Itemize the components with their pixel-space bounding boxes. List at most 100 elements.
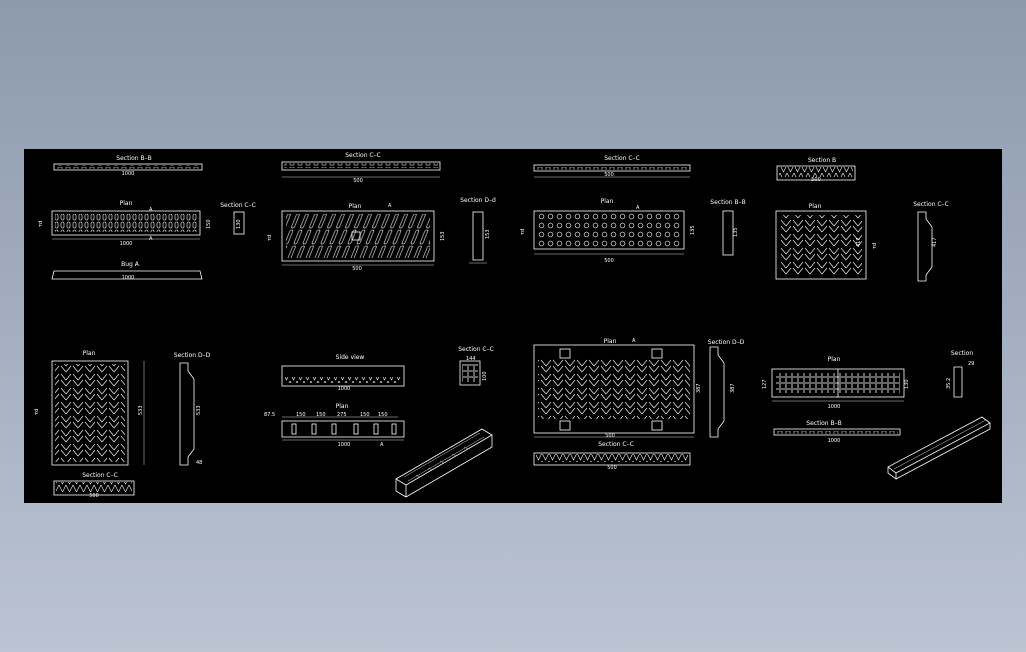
d3-plan-outline: [533, 210, 685, 250]
d6-a: A: [380, 442, 384, 448]
d4-section-right-shape: [917, 211, 933, 282]
d7-plan-pattern: [538, 359, 690, 419]
d1-section-right-shape: [233, 211, 245, 235]
d2-section-strip: [281, 161, 441, 171]
d2-section-title: Section C–C: [345, 152, 381, 159]
d2-left-label: τd: [267, 235, 273, 241]
d1-dim-section-right: 130: [236, 219, 242, 229]
d3-section-right-title: Section B–B: [710, 199, 745, 206]
d5-section-bottom-shape: [53, 480, 135, 496]
d1-left-label: τd: [38, 221, 44, 227]
drawing-5: Plan τd 533 Section D–D 533 48 Section C…: [34, 350, 211, 499]
d1-plan-title: Plan: [120, 200, 133, 207]
d6-side-view-shape: [281, 365, 405, 387]
d6-plan-slot-1: [291, 423, 297, 435]
d6-dim-plan: 1000: [338, 442, 351, 448]
d4-plan-title: Plan: [809, 203, 822, 210]
d1-dim-bottom: 1000: [122, 275, 135, 281]
d1-plan-slots: [55, 214, 197, 232]
d8-isometric-channel: [887, 416, 991, 480]
d4-dim-side: 417: [856, 237, 862, 247]
d5-section-right-title: Section D–D: [174, 352, 211, 359]
d5-section-right-shape: [179, 362, 195, 466]
d3-section-notches: [536, 166, 688, 170]
d1-dim-top: 1000: [122, 171, 135, 177]
d7-section-right-title: Section D–D: [708, 339, 745, 346]
d5-dim-side: 533: [138, 405, 144, 415]
d1-dim-plan: 1000: [120, 241, 133, 247]
d2-dim-section-right: 153: [485, 229, 491, 239]
d4-dim-section-right: 417: [932, 237, 938, 247]
d6-dim-section-side: 100: [482, 371, 488, 381]
d6-side-view-teeth: [285, 377, 401, 383]
d1-section-title: Section B–B: [116, 155, 151, 162]
d7-a: A: [632, 338, 636, 344]
d6-plan-slot-4: [353, 423, 359, 435]
drawing-6: Side view 1000 Plan 87.5 150 150 275 150…: [264, 346, 494, 498]
drawing-8: Plan 1000 127 130 Section B–B 1000 Secti…: [762, 350, 991, 480]
d6-plan-slot-2: [311, 423, 317, 435]
d6-plan-outline: [281, 420, 405, 438]
d5-section-bottom-teeth: [56, 482, 132, 492]
d6-dim-side: 1000: [338, 386, 351, 392]
d5-dim-section-right: 533: [196, 405, 202, 415]
d1-dim-side: 150: [206, 219, 212, 229]
d2-dim-side: 153: [440, 231, 446, 241]
d6-dim-0: 87.5: [264, 412, 275, 418]
d5-plan-title: Plan: [83, 350, 96, 357]
d3-left-label: τd: [520, 229, 526, 235]
d6-side-view-title: Side view: [336, 354, 365, 361]
d5-dim-bottom: 500: [89, 493, 99, 499]
d7-plan-title: Plan: [604, 338, 617, 345]
d5-dim-bottom-right: 48: [196, 460, 202, 466]
d3-section-right-shape: [722, 210, 734, 256]
d6-isometric-channel: [395, 428, 493, 498]
d6-section-right-grid: [462, 364, 478, 382]
d6-section-right-shape: [459, 360, 481, 386]
d1-section-right-title: Section C–C: [220, 202, 256, 209]
d3-a: A: [636, 205, 640, 211]
d4-plan-pattern: [780, 215, 862, 275]
d2-dim-top: 500: [353, 178, 363, 184]
d2-section-notches: [284, 163, 438, 168]
d6-iso-side: [395, 435, 493, 498]
cad-drawing: Section B–B 1000 Plan A 1000 A τd 150 Se…: [34, 152, 991, 499]
d8-dim-section-side: 35.2: [946, 378, 952, 389]
d2-section-right-shape: [472, 211, 484, 261]
d7-dim-bottom: 500: [607, 465, 617, 471]
d7-section-bottom-teeth: [536, 454, 688, 462]
d1-plan-outline: [51, 210, 201, 236]
d1-a-bottom: A: [149, 236, 153, 242]
d3-plan-holes: [537, 213, 681, 247]
d3-dim-plan: 500: [604, 258, 614, 264]
d5-left-label: τd: [34, 409, 40, 415]
d2-plan-outline: [281, 210, 435, 262]
d3-section-title: Section C–C: [604, 155, 640, 162]
drawing-7: Plan A 500 387 Section D–D 387 Section C…: [533, 338, 745, 471]
d6-iso-detail: [403, 432, 485, 482]
d1-a-top: A: [149, 207, 153, 213]
d2-dim-plan: 500: [352, 266, 362, 272]
d8-dim-side: 130: [904, 379, 910, 389]
d8-section-bottom-shape: [773, 428, 901, 436]
d2-plan-center-box: [351, 231, 361, 241]
d7-plan-box-bl: [559, 420, 571, 431]
d8-section-bottom-title: Section B–B: [806, 420, 841, 427]
d2-plan-title: Plan: [349, 203, 362, 210]
d6-section-right-title: Section C–C: [458, 346, 494, 353]
d8-iso-detail: [893, 419, 987, 470]
drawing-4: Section B 500 Plan 417 τd Section C–C 41…: [775, 157, 949, 282]
d1-section-notches: [56, 165, 200, 169]
d8-section-bottom-notches: [776, 430, 898, 434]
drawing-2: Section C–C 500 Plan A 500 τd 153 Sectio…: [267, 152, 496, 272]
d7-dim-plan: 500: [605, 433, 615, 439]
d7-plan-box-tr: [651, 348, 663, 359]
d4-section-right-title: Section C–C: [913, 201, 949, 208]
d6-dim-section-top: 144: [466, 356, 476, 362]
d5-plan-pattern: [55, 364, 125, 462]
d6-plan-title: Plan: [336, 403, 349, 410]
d1-section-strip: [53, 163, 203, 171]
d3-dim-top: 500: [604, 172, 614, 178]
drawing-3: Section C–C 500 Plan A 500 τd 135 Sectio…: [520, 155, 746, 264]
d3-dim-section-right: 135: [733, 227, 739, 237]
